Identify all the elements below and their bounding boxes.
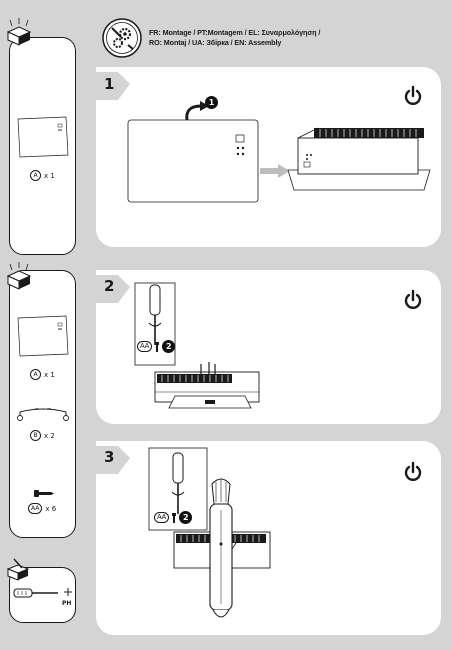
part-aa-label: AA [28, 503, 43, 514]
tool-box-icon [6, 558, 30, 581]
step-3-number: 3 [104, 448, 115, 466]
step-2-number: 2 [104, 277, 115, 295]
step-2-part-callout: AA 2 [137, 340, 176, 353]
open-box-icon [6, 262, 32, 290]
power-icon [404, 461, 422, 481]
step-2-notch [96, 275, 130, 303]
step-3-part-callout: AA 2 [154, 511, 193, 524]
heater-front-view [127, 119, 259, 203]
tool-ph-label: PH [62, 600, 72, 607]
heater-panel-thumbnail [17, 116, 69, 158]
right-arrow-icon [260, 164, 290, 178]
step-1-badge: 1 [205, 92, 218, 110]
part-a-count: x 1 [44, 171, 55, 180]
screwdriver-icon [13, 588, 58, 598]
open-box-icon [6, 18, 32, 46]
step-3-notch [96, 446, 130, 474]
part-a-label: A [30, 369, 41, 380]
part-b-label: B [30, 430, 41, 441]
power-icon [404, 289, 422, 309]
tools-gear-icon [102, 18, 142, 58]
heater-upside-down-view [287, 127, 431, 191]
step-1-number: 1 [104, 75, 115, 93]
step-1-badge-number: 1 [205, 96, 218, 109]
heater-panel-thumbnail [17, 315, 69, 357]
phillips-icon [64, 588, 72, 596]
step-2-part-label: AA [137, 341, 153, 352]
header-line-2: RO: Montaj / UA: Збірка / EN: Assembly [149, 38, 282, 47]
heater-bottom-assembly [154, 362, 260, 409]
rotate-arrow-icon [185, 101, 209, 121]
step-3-badge: 2 [179, 511, 193, 524]
part-a-quantity: A x 1 [30, 369, 55, 380]
foot-bracket-vertical [209, 478, 233, 618]
step-1-notch [96, 72, 130, 100]
part-a-label: A [30, 170, 41, 181]
part-a-count: x 1 [44, 370, 55, 379]
part-aa-count: x 6 [45, 504, 57, 513]
part-b-quantity: B x 2 [30, 430, 55, 441]
step-3-part-label: AA [154, 512, 170, 523]
parts-box-2 [9, 270, 76, 538]
header-line-1: FR: Montage / PT:Montagem / EL: Συναρμολ… [149, 28, 321, 37]
feet-bracket-thumbnail [17, 408, 69, 421]
step-2-badge: 2 [162, 340, 176, 353]
part-b-count: x 2 [44, 431, 55, 440]
header-title: FR: Montage / PT:Montagem / EL: Συναρμολ… [149, 28, 389, 48]
screw-thumbnail [34, 490, 54, 497]
part-aa-quantity: AA x 6 [28, 503, 56, 514]
part-a-quantity: A x 1 [30, 170, 55, 181]
power-icon [404, 85, 422, 105]
